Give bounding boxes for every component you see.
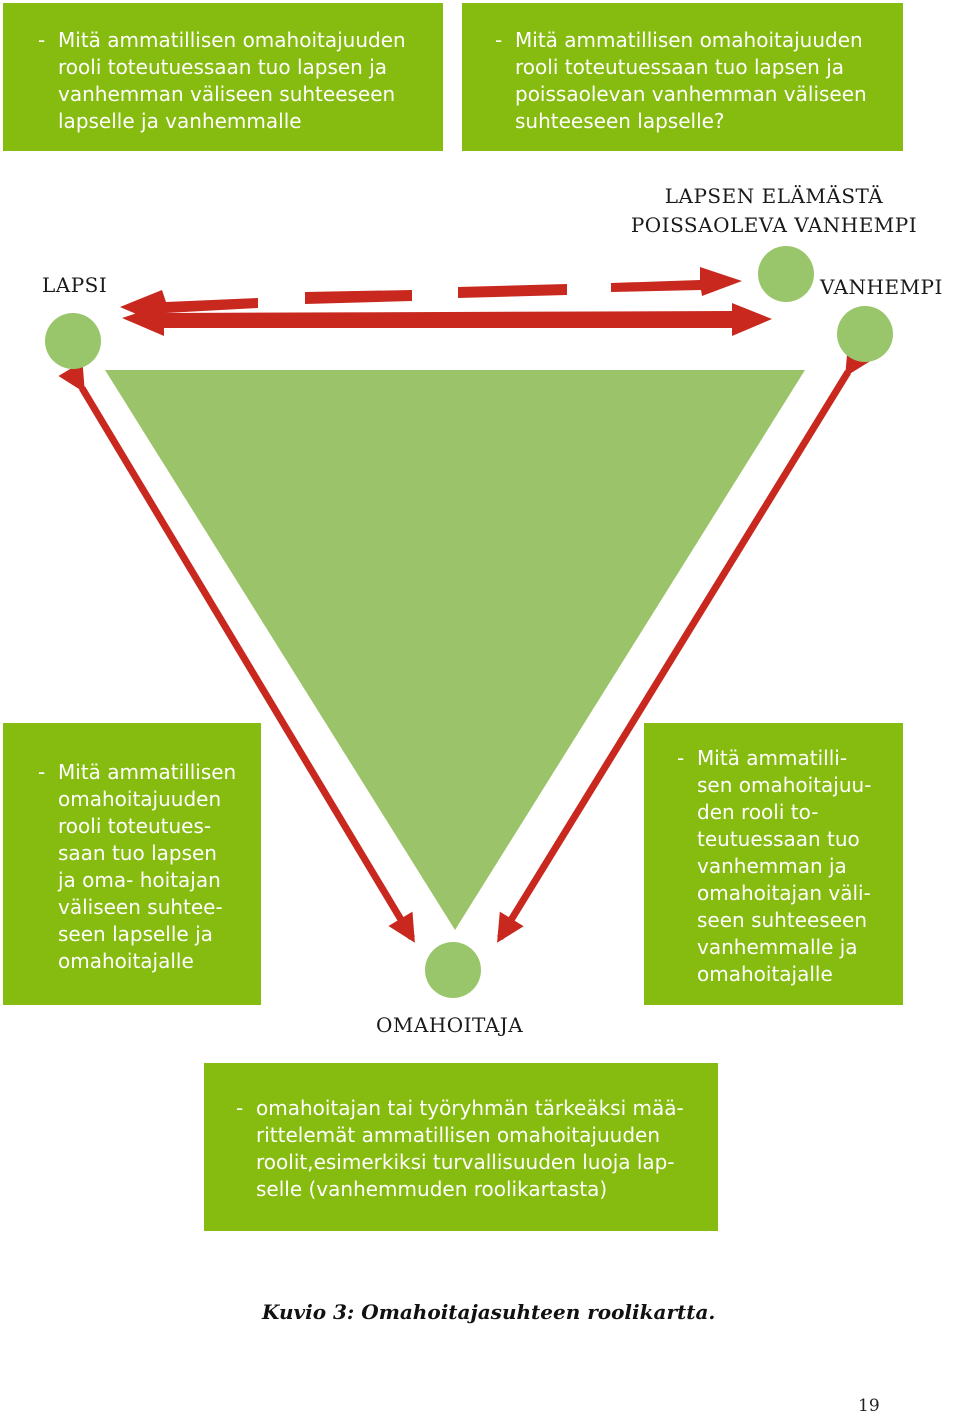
- nurse-roles-box: - omahoitajan tai työryhmän tärkeäksi mä…: [204, 1063, 718, 1231]
- figure-caption: Kuvio 3: Omahoitajasuhteen roolikartta.: [262, 1300, 716, 1324]
- box-line: Mitä ammatilli-: [697, 746, 848, 770]
- question-box-child-nurse: - Mitä ammatillisen omahoitajuuden rooli…: [3, 723, 261, 1005]
- question-item: - Mitä ammatillisen omahoitajuuden rooli…: [495, 27, 893, 135]
- box-line: omahoitajalle: [697, 962, 833, 986]
- bullet-dash: -: [677, 746, 685, 770]
- box-line: Mitä ammatillisen: [58, 760, 237, 784]
- node-parent: [837, 306, 893, 362]
- box-line: omahoitajan tai työryhmän tärkeäksi mää-: [256, 1096, 684, 1120]
- label-line: LAPSEN ELÄMÄSTÄ: [664, 184, 884, 208]
- bullet-dash: -: [236, 1096, 244, 1120]
- box-line: vanhemman ja: [697, 854, 847, 878]
- question-item: - omahoitajan tai työryhmän tärkeäksi mä…: [236, 1095, 712, 1203]
- box-line: suhteeseen lapselle?: [515, 109, 725, 133]
- node-child: [45, 313, 101, 369]
- box-line: seen suhteeseen: [697, 908, 867, 932]
- box-line: rooli toteutues-: [58, 814, 212, 838]
- box-line: saan tuo lapsen: [58, 841, 217, 865]
- box-line: selle (vanhemmuden roolikartasta): [256, 1177, 608, 1201]
- box-line: sen omahoitajuu-: [697, 773, 872, 797]
- box-line: rooli toteutuessaan tuo lapsen ja: [58, 55, 388, 79]
- arrow-child-parent: [122, 303, 772, 336]
- arrow-child-nurse: [58, 361, 416, 943]
- box-line: Mitä ammatillisen omahoitajuuden: [58, 28, 406, 52]
- question-box-child-absent-parent: - Mitä ammatillisen omahoitajuuden rooli…: [462, 3, 903, 151]
- box-line: vanhemmalle ja: [697, 935, 858, 959]
- box-line: omahoitajuuden: [58, 787, 222, 811]
- box-line: den rooli to-: [697, 800, 819, 824]
- question-item: - Mitä ammatillisen omahoitajuuden rooli…: [38, 759, 255, 975]
- node-absent-parent: [758, 246, 814, 302]
- box-line: omahoitajan väli-: [697, 881, 871, 905]
- box-line: rooli toteutuessaan tuo lapsen ja: [515, 55, 845, 79]
- label-line: POISSAOLEVA VANHEMPI: [630, 213, 918, 237]
- arrow-parent-nurse: [497, 345, 872, 943]
- question-box-parent-nurse: - Mitä ammatilli- sen omahoitajuu- den r…: [644, 723, 903, 1005]
- box-line: omahoitajalle: [58, 949, 194, 973]
- label-nurse: OMAHOITAJA: [376, 1013, 524, 1037]
- bullet-dash: -: [38, 28, 46, 52]
- question-box-child-parent: - Mitä ammatillisen omahoitajuuden rooli…: [3, 3, 443, 151]
- box-line: lapselle ja vanhemmalle: [58, 109, 302, 133]
- box-line: vanhemman väliseen suhteeseen: [58, 82, 396, 106]
- bullet-dash: -: [495, 28, 503, 52]
- box-line: rittelemät ammatillisen omahoitajuuden: [256, 1123, 660, 1147]
- label-absent-parent: LAPSEN ELÄMÄSTÄ POISSAOLEVA VANHEMPI: [618, 182, 930, 240]
- box-line: seen lapselle ja: [58, 922, 213, 946]
- label-parent: VANHEMPI: [820, 275, 943, 299]
- node-nurse: [425, 942, 481, 998]
- box-line: roolit,esimerkiksi turvallisuuden luoja …: [256, 1150, 675, 1174]
- box-line: ja oma- hoitajan: [58, 868, 221, 892]
- bullet-dash: -: [38, 760, 46, 784]
- label-child: LAPSI: [42, 273, 108, 297]
- question-item: - Mitä ammatillisen omahoitajuuden rooli…: [38, 27, 433, 135]
- box-line: väliseen suhtee-: [58, 895, 223, 919]
- box-line: Mitä ammatillisen omahoitajuuden: [515, 28, 863, 52]
- question-item: - Mitä ammatilli- sen omahoitajuu- den r…: [677, 745, 899, 988]
- page-number: 19: [858, 1396, 880, 1416]
- box-line: teutuessaan tuo: [697, 827, 860, 851]
- box-line: poissaolevan vanhemman väliseen: [515, 82, 867, 106]
